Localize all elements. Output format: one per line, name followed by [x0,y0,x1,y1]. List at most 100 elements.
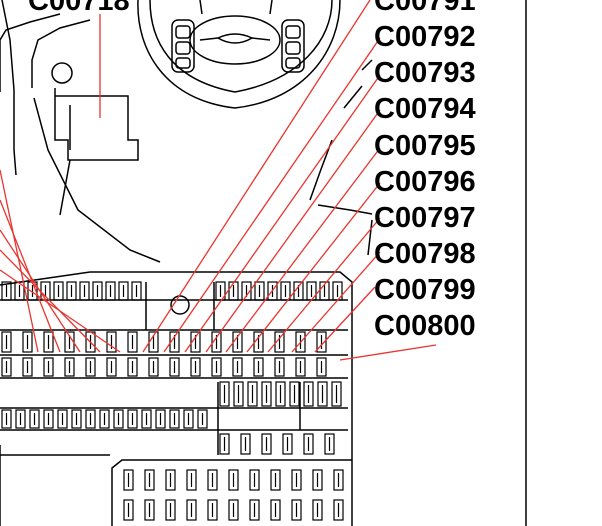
fuse-52 [316,357,327,377]
fuse-62 [1,409,12,429]
fuse-29 [169,331,180,353]
label-c00794: C00794 [374,93,476,125]
fuse-80 [282,433,293,455]
fuse-74 [169,409,180,429]
fuse-22 [22,331,33,353]
fuse-67 [71,409,82,429]
fuse-49 [253,357,264,377]
fuse-81 [303,433,314,455]
leader-c00795 [225,147,381,353]
steering-wheel [137,0,341,109]
fuse-73 [155,409,166,429]
fuse-86 [186,469,197,491]
fuse-68 [85,409,96,429]
fuse-97 [186,499,197,521]
label-c00800: C00800 [374,310,476,342]
fuse-40 [64,357,75,377]
fuse-26 [106,331,117,353]
fuse-box [0,271,353,526]
leader-c00793 [184,74,381,353]
fuse-14 [254,281,265,301]
label-c00798: C00798 [374,238,476,270]
fuse-13 [241,281,252,301]
fuse-91 [291,469,302,491]
fuse-1 [14,281,25,301]
fuse-77 [219,433,230,455]
fuse-6 [79,281,90,301]
fuse-60 [317,381,328,407]
fuse-31 [211,331,222,353]
fuse-71 [127,409,138,429]
fuse-17 [293,281,304,301]
fuse-9 [118,281,129,301]
fuse-15 [267,281,278,301]
fuse-79 [261,433,272,455]
fuse-48 [232,357,243,377]
leader-c00798 [291,251,381,353]
fuse-7 [92,281,103,301]
label-c00793: C00793 [374,57,476,89]
fuse-44 [148,357,159,377]
fuse-87 [207,469,218,491]
fuse-72 [141,409,152,429]
fuse-98 [207,499,218,521]
fuse-42 [106,357,117,377]
fuse-57 [275,381,286,407]
fuse-95 [144,499,155,521]
fuse-5 [66,281,77,301]
fuse-75 [183,409,194,429]
fuse-0 [1,281,12,301]
fuse-63 [15,409,26,429]
fuse-85 [165,469,176,491]
fuse-65 [43,409,54,429]
fuse-36 [316,331,327,353]
leader-c00797 [267,217,381,353]
fuse-8 [105,281,116,301]
fuse-82 [324,433,335,455]
fuse-array [1,281,344,521]
fuse-54 [233,381,244,407]
label-c00796: C00796 [374,166,476,198]
fuse-89 [249,469,260,491]
fuse-16 [280,281,291,301]
fuse-19 [319,281,330,301]
fuse-30 [190,331,201,353]
leader-c00791 [142,0,371,353]
fuse-34 [274,331,285,353]
fuse-11 [215,281,226,301]
fuse-101 [270,499,281,521]
fuse-50 [274,357,285,377]
fuse-56 [261,381,272,407]
label-c00792: C00792 [374,21,476,53]
fuse-100 [249,499,260,521]
fuse-93 [333,469,344,491]
fuse-4 [53,281,64,301]
label-c00795: C00795 [374,130,476,162]
dashboard-outline [0,0,373,263]
label-c00797: C00797 [374,202,476,234]
leader-lines [0,0,437,361]
fuse-64 [29,409,40,429]
fuse-55 [247,381,258,407]
fuse-102 [291,499,302,521]
fuse-37 [1,357,12,377]
fuse-88 [228,469,239,491]
leader-left-5 [0,269,121,353]
leader-left-4 [0,249,101,353]
fuse-104 [333,499,344,521]
fuse-21 [1,331,12,353]
fuse-59 [303,381,314,407]
leader-c00792 [163,37,381,353]
fuse-47 [211,357,222,377]
fuse-43 [127,357,138,377]
fuse-58 [289,381,300,407]
leader-c00796 [246,182,381,353]
fuse-78 [240,433,251,455]
fuse-23 [43,331,54,353]
fuse-41 [85,357,96,377]
fuse-45 [169,357,180,377]
fuse-33 [253,331,264,353]
fuse-84 [144,469,155,491]
fuse-35 [295,331,306,353]
